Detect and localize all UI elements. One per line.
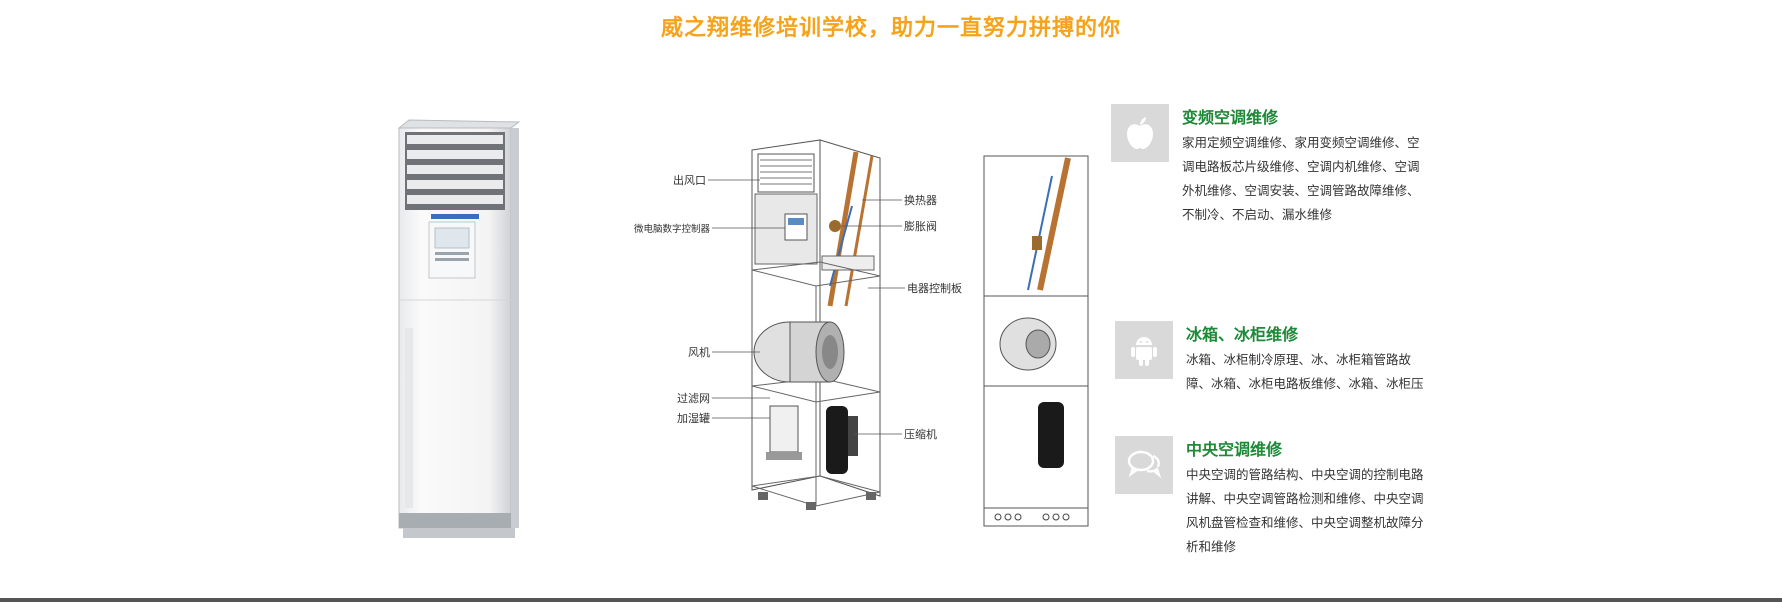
chat-icon <box>1115 436 1173 494</box>
feature-central-ac[interactable]: 中央空调维修 中央空调的管路结构、中央空调的控制电路 讲解、中央空调管路检测和维… <box>1115 436 1455 556</box>
feature-title: 变频空调维修 <box>1182 108 1279 127</box>
label-control-board: 电器控制板 <box>907 281 962 295</box>
feature-fridge[interactable]: 冰箱、冰柜维修 冰箱、冰柜制冷原理、冰、冰柜箱管路故 障、冰箱、冰柜电路板维修、… <box>1115 321 1455 401</box>
feature-title: 中央空调维修 <box>1186 440 1283 459</box>
internal-structure-diagram: 出风口 微电脑数字控制器 换热器 膨胀阀 电器控制板 风机 过滤网 加湿罐 压缩… <box>620 56 1110 596</box>
label-filter: 过滤网 <box>677 392 710 405</box>
label-expansion-valve: 膨胀阀 <box>904 219 937 233</box>
label-controller: 微电脑数字控制器 <box>634 223 711 235</box>
label-humidifier: 加湿罐 <box>677 412 710 425</box>
feature-inverter-ac[interactable]: 变频空调维修 家用定频空调维修、家用变频空调维修、空 调电路板芯片级维修、空调内… <box>1111 104 1451 224</box>
feature-description: 中央空调的管路结构、中央空调的控制电路 讲解、中央空调管路检测和维修、中央空调 … <box>1186 467 1424 554</box>
feature-description: 家用定频空调维修、家用变频空调维修、空 调电路板芯片级维修、空调内机维修、空调 … <box>1182 135 1420 222</box>
label-outlet: 出风口 <box>673 173 706 187</box>
android-icon <box>1115 321 1173 379</box>
page-headline: 威之翔维修培训学校，助力一直努力拼搏的你 <box>660 16 1121 41</box>
label-compressor: 压缩机 <box>904 427 937 441</box>
feature-title: 冰箱、冰柜维修 <box>1186 325 1299 344</box>
feature-description: 冰箱、冰柜制冷原理、冰、冰柜箱管路故 障、冰箱、冰柜电路板维修、冰箱、冰柜压 <box>1186 352 1424 391</box>
ac-unit-image <box>397 119 521 538</box>
label-heat-exchanger: 换热器 <box>904 193 937 207</box>
label-fan: 风机 <box>688 345 710 359</box>
bottom-divider <box>0 598 1782 602</box>
apple-icon <box>1111 104 1169 162</box>
